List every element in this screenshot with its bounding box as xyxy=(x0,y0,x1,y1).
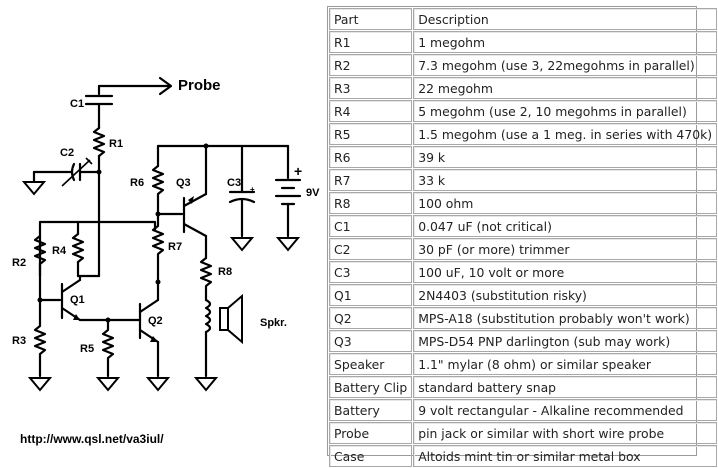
description-cell: 9 volt rectangular - Alkaline recommende… xyxy=(413,399,718,421)
table-header-row: Part Description xyxy=(329,8,718,30)
c3-plus: + xyxy=(250,185,255,194)
c1-label: C1 xyxy=(70,98,84,110)
part-cell: R7 xyxy=(329,169,413,191)
battery-label: 9V xyxy=(306,187,320,199)
r4-label: R4 xyxy=(52,245,67,257)
part-cell: Speaker xyxy=(329,353,413,375)
part-cell: R3 xyxy=(329,77,413,99)
probe-label: Probe xyxy=(178,77,221,94)
part-cell: Probe xyxy=(329,422,413,444)
part-cell: Q1 xyxy=(329,284,413,306)
part-cell: C1 xyxy=(329,215,413,237)
description-cell: 7.3 megohm (use 3, 22megohms in parallel… xyxy=(413,54,718,76)
description-cell: 1 megohm xyxy=(413,31,718,53)
description-cell: 1.5 megohm (use a 1 meg. in series with … xyxy=(413,123,718,145)
battery-plus: + xyxy=(294,163,302,179)
description-cell: 5 megohm (use 2, 10 megohms in parallel) xyxy=(413,100,718,122)
header-description: Description xyxy=(413,8,718,30)
part-cell: C3 xyxy=(329,261,413,283)
r5-label: R5 xyxy=(80,343,94,355)
part-cell: Case xyxy=(329,445,413,467)
part-cell: R2 xyxy=(329,54,413,76)
r1-label: R1 xyxy=(109,138,123,150)
description-cell: 100 uF, 10 volt or more xyxy=(413,261,718,283)
description-cell: 39 k xyxy=(413,146,718,168)
part-cell: R6 xyxy=(329,146,413,168)
q1-label: Q1 xyxy=(70,294,85,306)
circuit-schematic: Probe C1 R1 C2 R2 R4 Q1 R3 R5 xyxy=(12,76,320,392)
speaker-label: Spkr. xyxy=(260,317,287,329)
r2-label: R2 xyxy=(12,257,26,269)
description-cell: 30 pF (or more) trimmer xyxy=(413,238,718,260)
source-url-link[interactable]: http://www.qsl.net/va3iul/ xyxy=(20,432,164,446)
q2-label: Q2 xyxy=(148,315,163,327)
c2-label: C2 xyxy=(60,147,74,159)
description-cell: Altoids mint tin or similar metal box xyxy=(413,445,718,467)
q3-label: Q3 xyxy=(176,177,191,189)
description-cell: 0.047 uF (not critical) xyxy=(413,215,718,237)
description-cell: 22 megohm xyxy=(413,77,718,99)
r8-label: R8 xyxy=(218,266,232,278)
c3-label: C3 xyxy=(227,177,241,189)
part-cell: R4 xyxy=(329,100,413,122)
part-cell: R5 xyxy=(329,123,413,145)
description-cell: 33 k xyxy=(413,169,718,191)
description-cell: 100 ohm xyxy=(413,192,718,214)
description-cell: MPS-A18 (substitution probably won't wor… xyxy=(413,307,718,329)
r6-label: R6 xyxy=(130,177,144,189)
description-cell: pin jack or similar with short wire prob… xyxy=(413,422,718,444)
part-cell: Battery xyxy=(329,399,413,421)
r7-label: R7 xyxy=(168,241,182,253)
part-cell: Battery Clip xyxy=(329,376,413,398)
r3-label: R3 xyxy=(12,335,26,347)
part-cell: Q2 xyxy=(329,307,413,329)
description-cell: standard battery snap xyxy=(413,376,718,398)
header-part: Part xyxy=(329,8,413,30)
part-cell: Q3 xyxy=(329,330,413,352)
part-cell: R1 xyxy=(329,31,413,53)
part-cell: R8 xyxy=(329,192,413,214)
description-cell: MPS-D54 PNP darlington (sub may work) xyxy=(413,330,718,352)
description-cell: 2N4403 (substitution risky) xyxy=(413,284,718,306)
part-cell: C2 xyxy=(329,238,413,260)
description-cell: 1.1" mylar (8 ohm) or similar speaker xyxy=(413,353,718,375)
